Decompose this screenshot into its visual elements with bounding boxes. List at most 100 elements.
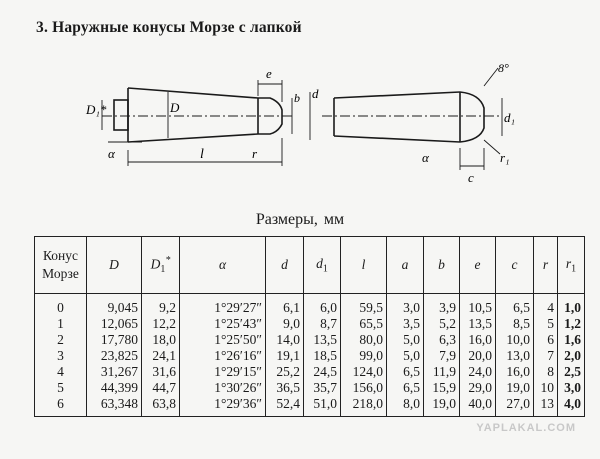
column-header: l xyxy=(340,236,387,294)
table-cell: 27,0 xyxy=(495,396,534,417)
watermark: YAPLAKAL.COM xyxy=(476,422,576,434)
table-cell: 19,0 xyxy=(423,396,460,417)
table-cell: 19,1 xyxy=(265,348,304,364)
table-cell: 29,0 xyxy=(459,380,496,396)
table-cell: 8,5 xyxy=(495,316,534,332)
table-cell: 1,2 xyxy=(557,316,585,332)
column-header: d xyxy=(265,236,304,294)
table-cell: 2,0 xyxy=(557,348,585,364)
table-cell: 5 xyxy=(34,380,87,396)
column-header: D1* xyxy=(141,236,180,294)
table-cell: 16,0 xyxy=(459,332,496,348)
table-cell: 5,0 xyxy=(386,332,424,348)
table-cell: 7,9 xyxy=(423,348,460,364)
table-cell: 1°25′50″ xyxy=(179,332,266,348)
table-cell: 12,065 xyxy=(86,316,142,332)
table-cell: 4,0 xyxy=(557,396,585,417)
label-c: c xyxy=(468,170,474,185)
table-cell: 6,3 xyxy=(423,332,460,348)
table-cell: 6 xyxy=(34,396,87,417)
table-cell: 8,7 xyxy=(303,316,341,332)
column-header: Конус Морзе xyxy=(34,236,87,294)
table-cell: 8 xyxy=(533,364,558,380)
table-cell: 1°30′26″ xyxy=(179,380,266,396)
column-header: α xyxy=(179,236,266,294)
table-cell: 35,7 xyxy=(303,380,341,396)
table-cell: 40,0 xyxy=(459,396,496,417)
shank-end-face xyxy=(113,99,129,131)
table-cell: 23,825 xyxy=(86,348,142,364)
table-cell: 3 xyxy=(34,348,87,364)
table-cell: 24,0 xyxy=(459,364,496,380)
table-cell: 3,0 xyxy=(557,380,585,396)
tang-right xyxy=(459,91,485,143)
table-cell: 3,0 xyxy=(386,293,424,316)
table-cell: 65,5 xyxy=(340,316,387,332)
table-cell: 10,5 xyxy=(459,293,496,316)
label-D: D xyxy=(169,100,180,115)
table-cell: 14,0 xyxy=(265,332,304,348)
table-cell: 6 xyxy=(533,332,558,348)
label-r1: r₁ xyxy=(500,150,510,165)
table-cell: 7 xyxy=(533,348,558,364)
table-cell: 52,4 xyxy=(265,396,304,417)
table-cell: 2,5 xyxy=(557,364,585,380)
table-cell: 1°29′15″ xyxy=(179,364,266,380)
morse-taper-drawing: D₁* D α l e r b d 8° d₁ α c r₁ xyxy=(85,61,515,185)
table-cell: 63,348 xyxy=(86,396,142,417)
table-cell: 156,0 xyxy=(340,380,387,396)
table-cell: 0 xyxy=(34,293,87,316)
table-cell: 24,1 xyxy=(141,348,180,364)
table-cell: 15,9 xyxy=(423,380,460,396)
label-r: r xyxy=(252,146,258,161)
taper-bottom-edge xyxy=(127,133,259,143)
table-cell: 11,9 xyxy=(423,364,460,380)
column-header: b xyxy=(423,236,460,294)
column-header: D xyxy=(86,236,142,294)
taper-top-edge-right xyxy=(333,91,461,99)
table-cell: 99,0 xyxy=(340,348,387,364)
sizes-title: Размеры, мм xyxy=(255,211,345,228)
table-cell: 13,5 xyxy=(303,332,341,348)
table-cell: 25,2 xyxy=(265,364,304,380)
table-cell: 5,2 xyxy=(423,316,460,332)
table-cell: 4 xyxy=(533,293,558,316)
table-cell: 31,6 xyxy=(141,364,180,380)
table-cell: 36,5 xyxy=(265,380,304,396)
table-cell: 1°29′27″ xyxy=(179,293,266,316)
table-cell: 1°25′43″ xyxy=(179,316,266,332)
table-cell: 1,6 xyxy=(557,332,585,348)
table-cell: 44,399 xyxy=(86,380,142,396)
table-cell: 1°29′36″ xyxy=(179,396,266,417)
table-cell: 218,0 xyxy=(340,396,387,417)
table-cell: 13,5 xyxy=(459,316,496,332)
table-cell: 2 xyxy=(34,332,87,348)
table-cell: 59,5 xyxy=(340,293,387,316)
table-cell: 6,5 xyxy=(386,380,424,396)
table-cell: 1 xyxy=(34,316,87,332)
column-header: r1 xyxy=(557,236,585,294)
table-cell: 6,5 xyxy=(386,364,424,380)
table-cell: 3,9 xyxy=(423,293,460,316)
table-cell: 51,0 xyxy=(303,396,341,417)
table-cell: 10 xyxy=(533,380,558,396)
table-cell: 9,045 xyxy=(86,293,142,316)
table-cell: 18,5 xyxy=(303,348,341,364)
table-cell: 80,0 xyxy=(340,332,387,348)
table-cell: 12,2 xyxy=(141,316,180,332)
table-cell: 10,0 xyxy=(495,332,534,348)
table-cell: 124,0 xyxy=(340,364,387,380)
label-d1: d₁ xyxy=(504,110,515,125)
label-l: l xyxy=(200,147,204,162)
taper-bottom-edge-right xyxy=(333,135,461,143)
column-header: e xyxy=(459,236,496,294)
table-cell: 6,0 xyxy=(303,293,341,316)
page-title: 3. Наружные конусы Морзе с лапкой xyxy=(36,19,302,36)
